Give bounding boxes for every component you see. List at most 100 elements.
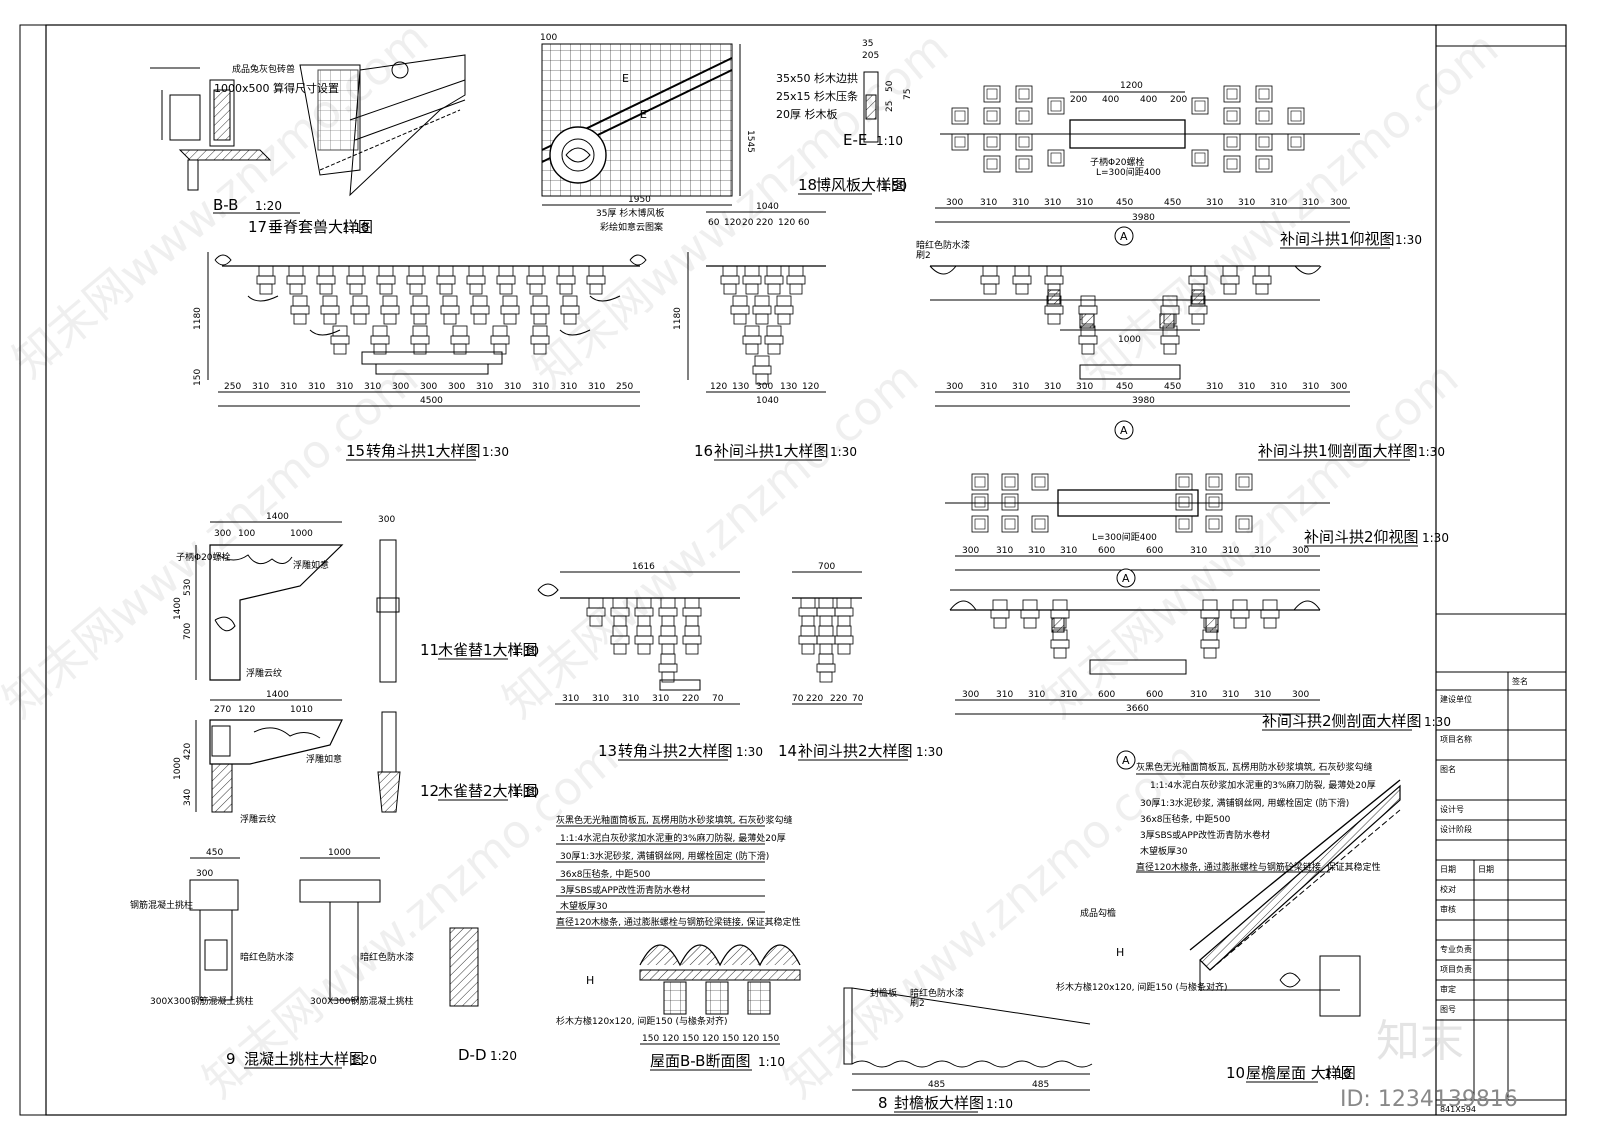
svg-text:220: 220 bbox=[806, 694, 823, 704]
svg-text:310: 310 bbox=[1206, 382, 1223, 392]
svg-text:300: 300 bbox=[196, 869, 213, 879]
svg-text:A: A bbox=[1122, 572, 1130, 585]
svg-text:直径120木椽条, 通过膨胀螺栓与钢筋砼梁链接, 保证其稳定: 直径120木椽条, 通过膨胀螺栓与钢筋砼梁链接, 保证其稳定性 bbox=[556, 916, 801, 928]
svg-text:日期: 日期 bbox=[1440, 865, 1456, 874]
svg-text:直径120木椽条, 通过膨胀螺栓与钢筋砼梁链接, 保证其稳定: 直径120木椽条, 通过膨胀螺栓与钢筋砼梁链接, 保证其稳定性 bbox=[1136, 861, 1381, 873]
svg-text:1:30: 1:30 bbox=[1424, 715, 1451, 729]
svg-text:建设单位: 建设单位 bbox=[1440, 694, 1472, 704]
svg-text:300X300钢筋混凝土挑柱: 300X300钢筋混凝土挑柱 bbox=[310, 995, 414, 1007]
svg-text:150: 150 bbox=[762, 1034, 779, 1044]
svg-text:日期: 日期 bbox=[1478, 865, 1494, 874]
svg-text:70: 70 bbox=[712, 694, 724, 704]
svg-text:1:1:4水泥白灰砂浆加水泥重的3%麻刀防裂, 最薄处20厚: 1:1:4水泥白灰砂浆加水泥重的3%麻刀防裂, 最薄处20厚 bbox=[560, 832, 786, 844]
svg-text:100: 100 bbox=[540, 33, 557, 43]
watermark-text: 知末网www.znzmo.com bbox=[0, 350, 428, 728]
svg-text:150: 150 bbox=[193, 369, 203, 386]
detail-15-corner-bracket-1: 1180 150 250 310 310 310 310 310 300 300… bbox=[193, 252, 647, 461]
svg-text:A: A bbox=[1120, 230, 1128, 243]
detail-11-wood-bracket-1: 1400 300 100 1000 530 700 1400 300 浮雕如意 … bbox=[173, 512, 539, 683]
svg-text:310: 310 bbox=[1044, 198, 1061, 208]
svg-text:300: 300 bbox=[962, 690, 979, 700]
svg-text:刷2: 刷2 bbox=[910, 998, 925, 1009]
svg-text:420: 420 bbox=[183, 743, 193, 760]
svg-text:1:30: 1:30 bbox=[1395, 233, 1422, 247]
title-bb2: 屋面B-B断面图 bbox=[650, 1052, 750, 1070]
detail-number: 14 bbox=[778, 742, 797, 760]
title-16: 补间斗拱1大样图 bbox=[714, 442, 829, 460]
svg-text:485: 485 bbox=[928, 1080, 945, 1090]
svg-text:340: 340 bbox=[183, 789, 193, 806]
svg-text:签名: 签名 bbox=[1512, 676, 1528, 686]
svg-text:1:20: 1:20 bbox=[350, 1053, 377, 1067]
svg-text:250: 250 bbox=[224, 382, 241, 392]
svg-text:200: 200 bbox=[1070, 95, 1087, 105]
svg-text:1200: 1200 bbox=[1120, 81, 1143, 91]
svg-text:310: 310 bbox=[1254, 546, 1271, 556]
svg-text:图名: 图名 bbox=[1440, 764, 1456, 774]
svg-text:310: 310 bbox=[1060, 546, 1077, 556]
title-ee: E-E bbox=[843, 131, 867, 149]
svg-text:310: 310 bbox=[562, 694, 579, 704]
svg-text:杉木方椽120x120, 间距150 (与椽条对齐): 杉木方椽120x120, 间距150 (与椽条对齐) bbox=[556, 1015, 727, 1027]
svg-text:4500: 4500 bbox=[420, 396, 443, 406]
svg-text:310: 310 bbox=[280, 382, 297, 392]
detail-number: 9 bbox=[226, 1050, 236, 1068]
svg-text:E: E bbox=[640, 108, 647, 121]
svg-text:120: 120 bbox=[802, 382, 819, 392]
svg-text:300: 300 bbox=[214, 529, 231, 539]
svg-text:1:30: 1:30 bbox=[1418, 445, 1445, 459]
svg-text:35x50 杉木边拱: 35x50 杉木边拱 bbox=[776, 71, 858, 85]
svg-text:310: 310 bbox=[1044, 382, 1061, 392]
svg-text:1:10: 1:10 bbox=[342, 221, 369, 235]
svg-text:1:10: 1:10 bbox=[512, 644, 539, 658]
svg-text:120: 120 bbox=[724, 218, 741, 228]
svg-text:子柄Φ20螺栓: 子柄Φ20螺栓 bbox=[176, 551, 231, 563]
svg-text:310: 310 bbox=[622, 694, 639, 704]
svg-text:木望板厚30: 木望板厚30 bbox=[560, 900, 608, 912]
title-block: 签名 建设单位 项目名称 图名 设计号 设计阶段 日期 校对 审核 专业负责 项… bbox=[1436, 45, 1566, 1114]
svg-text:1:30: 1:30 bbox=[916, 745, 943, 759]
svg-text:暗红色防水漆: 暗红色防水漆 bbox=[916, 239, 970, 251]
svg-text:70: 70 bbox=[852, 694, 864, 704]
title-a2: 补间斗拱1侧剖面大样图 bbox=[1258, 442, 1418, 460]
svg-text:暗红色防水漆: 暗红色防水漆 bbox=[240, 951, 294, 963]
svg-text:450: 450 bbox=[1116, 382, 1133, 392]
svg-text:120: 120 bbox=[702, 1034, 719, 1044]
svg-text:310: 310 bbox=[1238, 198, 1255, 208]
svg-text:310: 310 bbox=[1190, 690, 1207, 700]
svg-text:450: 450 bbox=[206, 848, 223, 858]
svg-text:1000: 1000 bbox=[328, 848, 351, 858]
svg-text:300: 300 bbox=[378, 515, 395, 525]
svg-text:1:10: 1:10 bbox=[1324, 1067, 1351, 1081]
detail-number: 8 bbox=[878, 1094, 888, 1112]
title-15: 转角斗拱1大样图 bbox=[366, 442, 481, 460]
svg-text:35: 35 bbox=[862, 39, 873, 49]
svg-text:310: 310 bbox=[652, 694, 669, 704]
svg-text:1:20: 1:20 bbox=[255, 199, 282, 213]
svg-text:400: 400 bbox=[1102, 95, 1119, 105]
detail-ee-section: 35x50 杉木边拱 25x15 杉木压条 20厚 杉木板 35 205 50 … bbox=[776, 39, 913, 149]
svg-text:310: 310 bbox=[364, 382, 381, 392]
svg-text:20厚 杉木板: 20厚 杉木板 bbox=[776, 107, 838, 121]
svg-text:700: 700 bbox=[818, 562, 835, 572]
brand-watermark: 知末 bbox=[1376, 1016, 1464, 1067]
svg-text:300: 300 bbox=[1292, 546, 1309, 556]
svg-text:300: 300 bbox=[1292, 690, 1309, 700]
svg-text:3660: 3660 bbox=[1126, 704, 1149, 714]
svg-text:30厚1:3水泥砂浆, 满铺钢丝网, 用螺栓固定 (防下滑): 30厚1:3水泥砂浆, 满铺钢丝网, 用螺栓固定 (防下滑) bbox=[1140, 797, 1349, 809]
svg-text:600: 600 bbox=[1098, 690, 1115, 700]
title-10: 屋檐屋面 大样图 bbox=[1246, 1064, 1356, 1082]
svg-text:200: 200 bbox=[1170, 95, 1187, 105]
detail-9-concrete-column: 450 300 1000 钢筋混凝土挑柱 300X300钢筋混凝土挑柱 300X… bbox=[130, 848, 517, 1069]
svg-text:1010: 1010 bbox=[290, 705, 313, 715]
svg-text:审定: 审定 bbox=[1440, 984, 1456, 994]
detail-18-bargeboard: 100 1950 1545 35厚 杉木博风板 彩绘如意云图案 E E 18 博… bbox=[540, 33, 907, 233]
svg-text:1:30: 1:30 bbox=[1422, 531, 1449, 545]
svg-text:子柄Φ20螺栓: 子柄Φ20螺栓 bbox=[1090, 156, 1145, 168]
title-a4: 补间斗拱2侧剖面大样图 bbox=[1262, 712, 1422, 730]
svg-text:120: 120 bbox=[710, 382, 727, 392]
svg-text:205: 205 bbox=[862, 51, 879, 61]
svg-text:1:10: 1:10 bbox=[512, 785, 539, 799]
svg-text:1:30: 1:30 bbox=[482, 445, 509, 459]
